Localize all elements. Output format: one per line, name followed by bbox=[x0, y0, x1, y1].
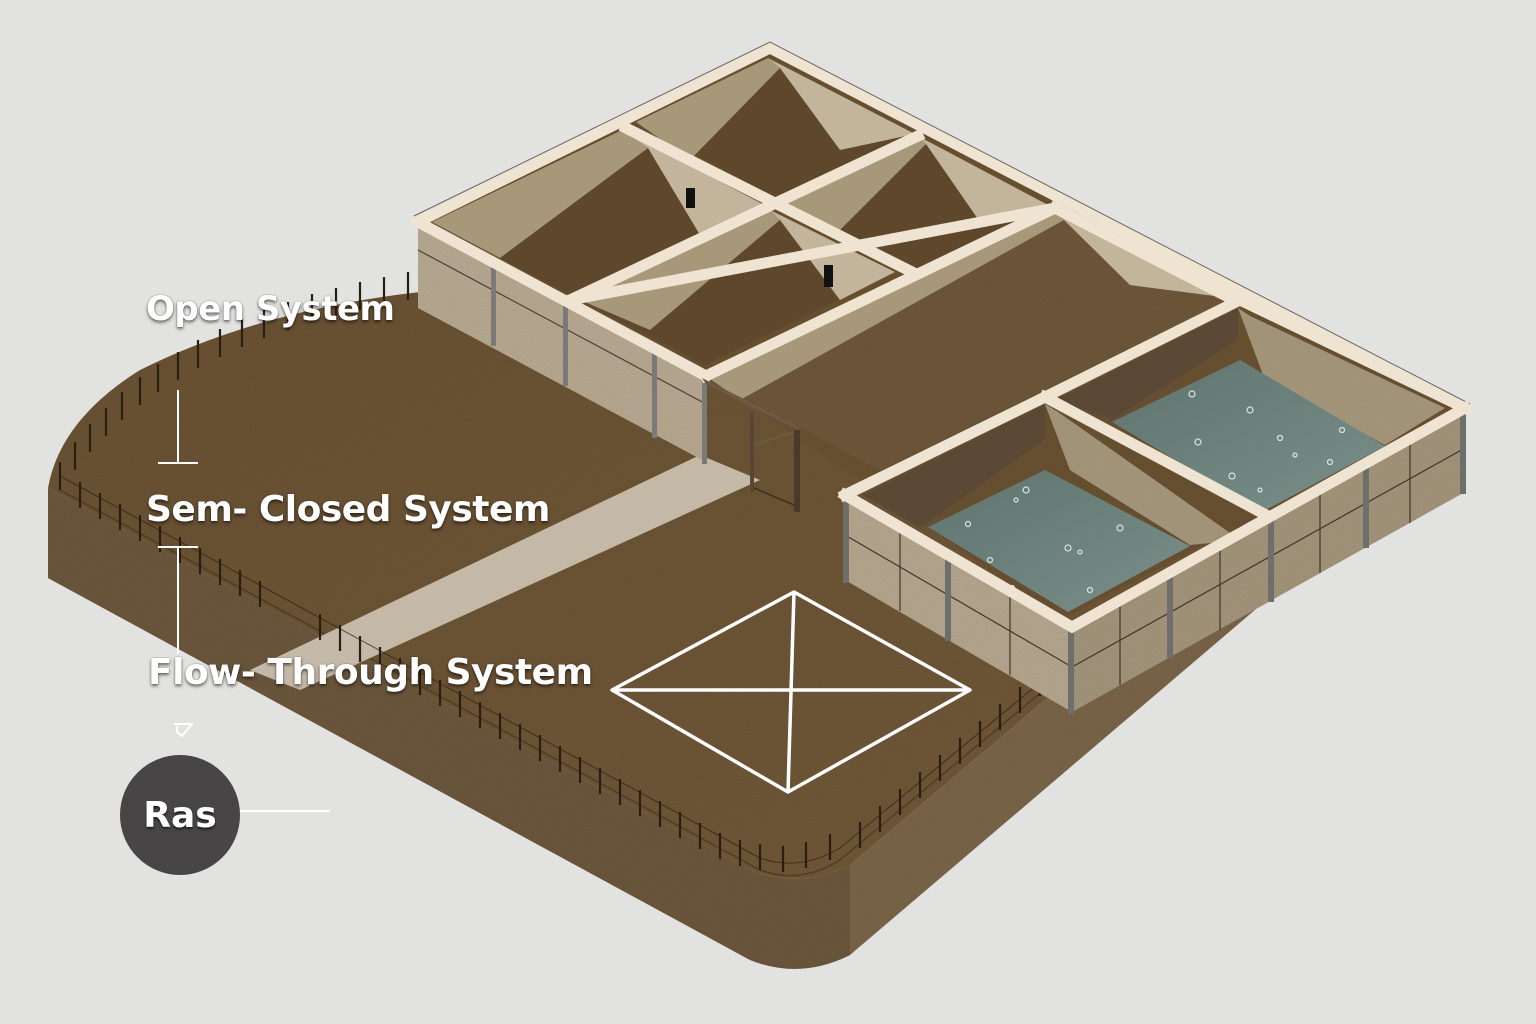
platform-soil-edge bbox=[48, 488, 1296, 969]
walkway-path bbox=[250, 455, 760, 690]
pencil-marker-icon bbox=[174, 723, 193, 737]
leader-line-semi-flow bbox=[177, 546, 179, 654]
ras-badge-label: Ras bbox=[143, 794, 217, 836]
perimeter-fence bbox=[58, 272, 1062, 872]
label-flow-through-system: Flow- Through System bbox=[148, 652, 593, 693]
label-semi-closed-system: Sem- Closed System bbox=[146, 489, 550, 530]
ground-diamond-marking bbox=[610, 590, 972, 794]
ras-badge: Ras bbox=[120, 755, 240, 875]
water-tanks bbox=[837, 293, 1473, 714]
compound-gate bbox=[702, 378, 800, 512]
fence-wire bbox=[59, 475, 1061, 864]
ras-leader-line bbox=[240, 810, 330, 812]
leader-tick-open bbox=[158, 462, 198, 464]
tank-2-water bbox=[1112, 360, 1385, 512]
tank-1-water bbox=[928, 470, 1190, 612]
leader-line-open-semi bbox=[177, 390, 179, 462]
label-open-system: Open System bbox=[146, 289, 395, 329]
